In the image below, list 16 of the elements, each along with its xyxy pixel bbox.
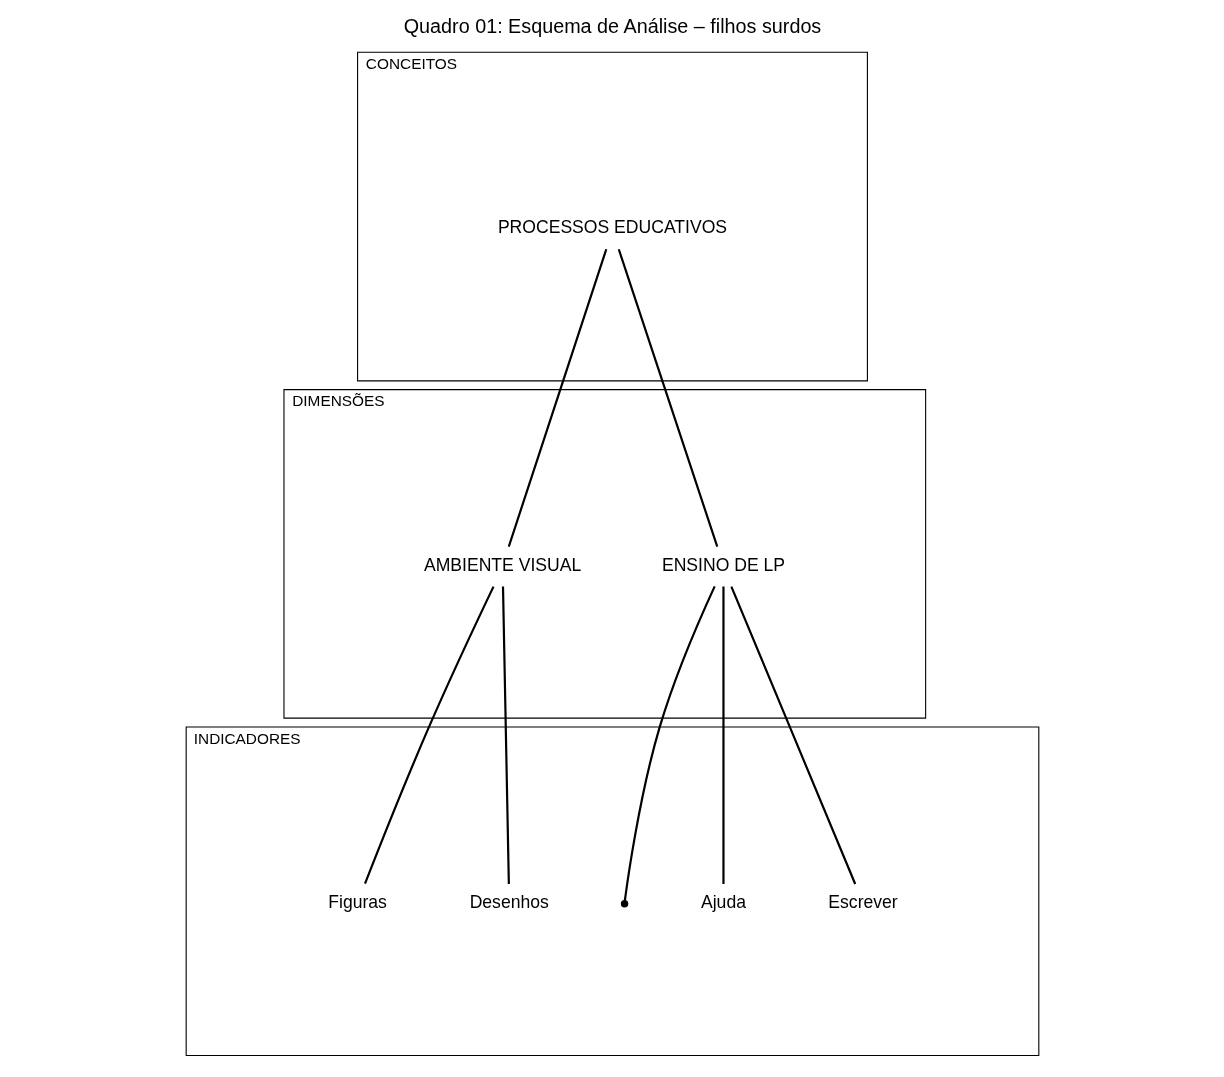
connector (617, 248, 718, 547)
node-text: Figuras (327, 892, 387, 913)
node-text: Desenhos (469, 892, 549, 913)
connector (507, 248, 607, 547)
connector (501, 586, 510, 884)
node-text: AMBIENTE VISUAL (423, 554, 581, 575)
node-text: Ajuda (700, 892, 746, 913)
connector (363, 586, 494, 884)
node-text: PROCESSOS EDUCATIVOS (497, 217, 727, 238)
connector (623, 585, 716, 901)
diagram-title: Quadro 01: Esquema de Análise – filhos surdos (403, 14, 821, 37)
node-point (620, 900, 628, 908)
connector (729, 586, 856, 885)
connector (721, 586, 725, 884)
node-text: ENSINO DE LP (661, 554, 785, 575)
node-text: Escrever (827, 892, 898, 913)
